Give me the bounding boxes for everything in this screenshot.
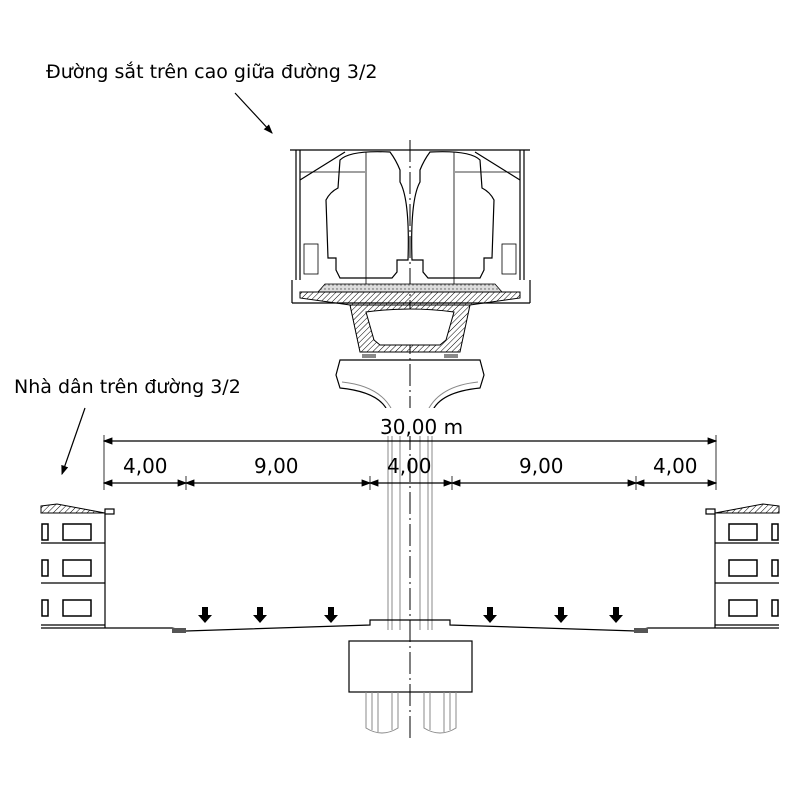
railway-label: Đường sắt trên cao giữa đường 3/2 [46, 60, 377, 83]
road-surface [41, 619, 779, 633]
viaduct-deck [290, 149, 531, 306]
segment-label-5: 4,00 [653, 454, 698, 478]
houses-leader-arrow [61, 407, 86, 476]
dimension-total: 30,00 m [102, 408, 718, 490]
traffic-arrows [198, 607, 623, 623]
pile-cap [348, 640, 473, 693]
houses-label: Nhà dân trên đường 3/2 [14, 376, 241, 398]
piles [365, 692, 457, 734]
house-left [40, 503, 115, 628]
total-width-label: 30,00 m [380, 415, 463, 439]
segment-label-2: 9,00 [254, 454, 299, 478]
dimension-segments: 4,00 9,00 4,00 9,00 4,00 [102, 454, 718, 490]
segment-label-4: 9,00 [519, 454, 564, 478]
house-right [705, 503, 780, 628]
box-girder [349, 304, 471, 358]
segment-label-1: 4,00 [123, 454, 168, 478]
pier-column [387, 410, 433, 630]
segment-label-3: 4,00 [387, 454, 432, 478]
railway-leader-arrow [234, 92, 273, 134]
